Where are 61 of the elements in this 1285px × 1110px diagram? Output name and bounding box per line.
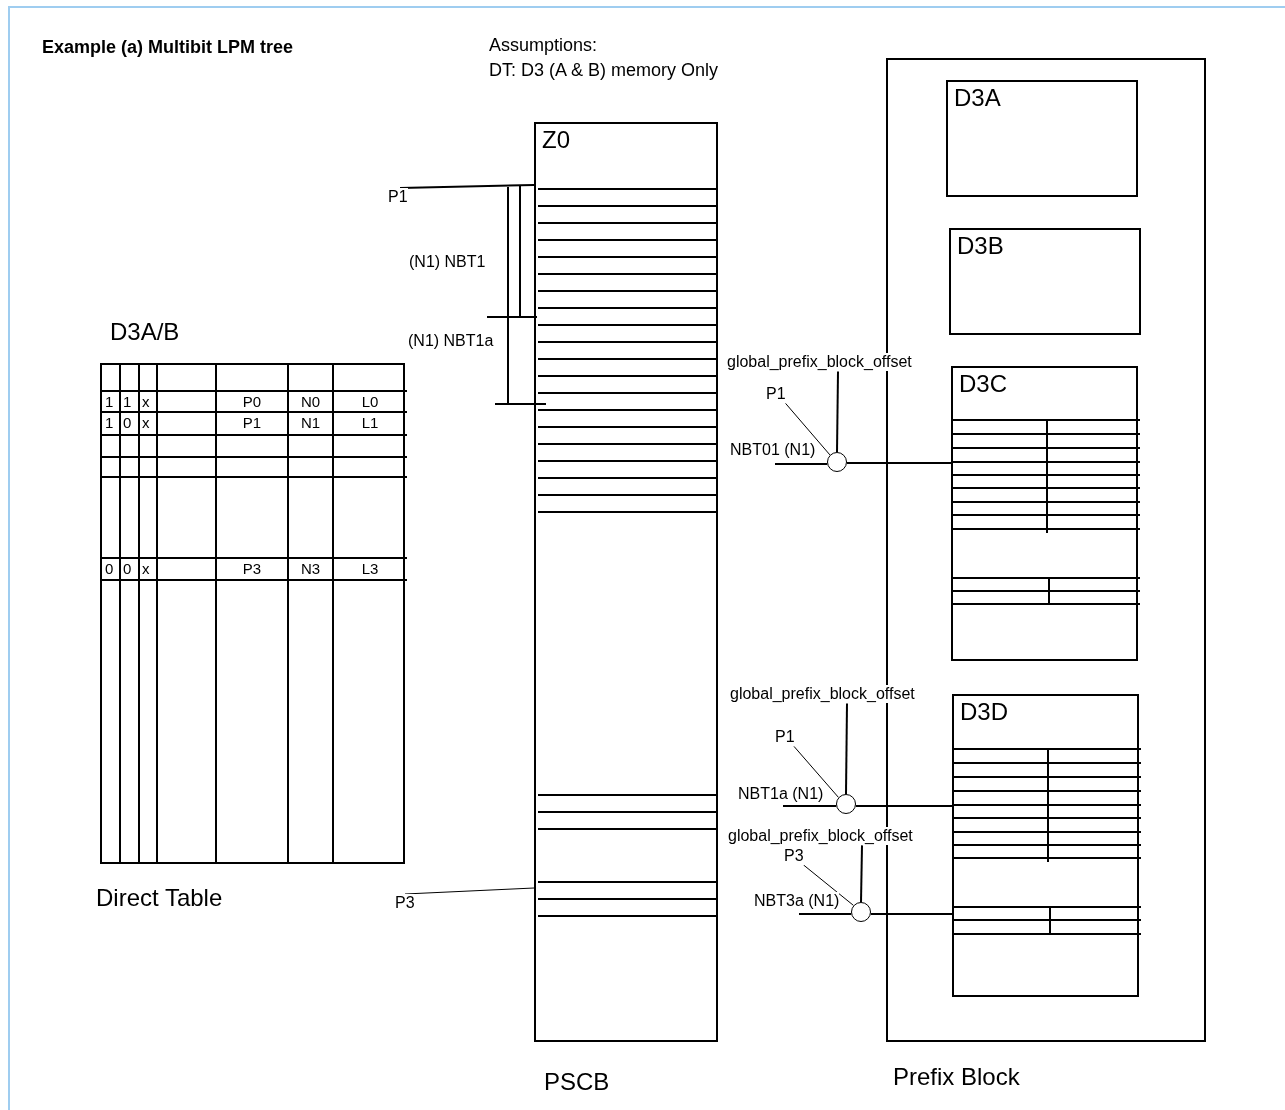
node-label: Prefix Block xyxy=(893,1063,1020,1091)
connector-line xyxy=(798,912,853,915)
memory-block xyxy=(952,694,1139,997)
node-label: global_prefix_block_offset xyxy=(728,827,913,846)
block-title: D3A xyxy=(954,84,1001,112)
memory-block xyxy=(951,366,1138,661)
table-cell-text: 0 xyxy=(122,414,133,432)
leader-line xyxy=(793,745,839,798)
table-cell-text: N3 xyxy=(299,560,322,578)
table-cell-text: L3 xyxy=(360,560,380,578)
node-label: PSCB xyxy=(544,1068,610,1096)
table-cell-text: 1 xyxy=(122,393,133,411)
table-cell-text: P0 xyxy=(241,393,263,411)
connector-line xyxy=(845,702,848,795)
memory-block xyxy=(949,228,1141,335)
note-text: (N1) NBT1 xyxy=(409,253,486,272)
table-cell-text: L0 xyxy=(360,393,380,411)
table-cell-text: P1 xyxy=(241,414,263,432)
title: Example (a) Multibit LPM tree xyxy=(42,37,294,58)
junction-circle xyxy=(836,794,856,814)
table-cell-text: 0 xyxy=(122,560,133,578)
node-label: P3 xyxy=(784,847,804,866)
memory-block xyxy=(946,80,1138,197)
node-label: Direct Table xyxy=(96,884,223,912)
note-text: DT: D3 (A & B) memory Only xyxy=(489,60,719,81)
connector-line xyxy=(860,844,863,903)
block-title: D3B xyxy=(957,232,1004,260)
connector-line xyxy=(399,184,535,189)
table-cell-text: x xyxy=(141,414,151,432)
node-label: global_prefix_block_offset xyxy=(730,685,915,704)
table-cell-text: x xyxy=(141,560,151,578)
table-cell-text: x xyxy=(141,393,151,411)
table-cell-text: N0 xyxy=(299,393,322,411)
table-cell-text: P3 xyxy=(241,560,263,578)
table-cell-text: N1 xyxy=(299,414,322,432)
leader-line xyxy=(803,864,854,906)
table-cell-text: 0 xyxy=(104,560,115,578)
table-cell-text: 1 xyxy=(104,393,115,411)
junction-circle xyxy=(827,452,847,472)
leader-line xyxy=(785,402,831,456)
connector-line xyxy=(836,370,839,453)
connector-line xyxy=(845,462,952,464)
note-text: Assumptions: xyxy=(489,35,598,56)
table-cell-text: 1 xyxy=(104,414,115,432)
edge-label: NBT3a (N1) xyxy=(754,892,840,911)
block-title: D3C xyxy=(959,370,1007,398)
table-cell-text: L1 xyxy=(360,414,380,432)
connector-line xyxy=(869,912,953,915)
block-title: Z0 xyxy=(542,126,570,154)
edge-label: NBT01 (N1) xyxy=(730,441,816,460)
note-text: (N1) NBT1a xyxy=(408,332,494,351)
connector-line xyxy=(782,804,838,807)
block-title: D3D xyxy=(960,698,1008,726)
edge-label: NBT1a (N1) xyxy=(738,785,824,804)
junction-circle xyxy=(851,902,871,922)
connector-line xyxy=(774,462,829,465)
node-label: global_prefix_block_offset xyxy=(727,353,912,372)
node-label: D3A/B xyxy=(110,318,180,346)
leader-line xyxy=(404,887,535,895)
connector-line xyxy=(854,804,953,807)
memory-table xyxy=(534,122,718,1042)
